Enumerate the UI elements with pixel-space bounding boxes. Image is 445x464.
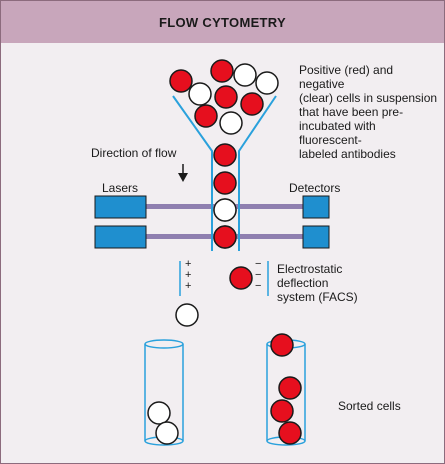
positive-cell (213, 143, 237, 167)
positive-cell (240, 92, 264, 116)
direction-of-flow-label: Direction of flow (91, 146, 177, 160)
minus-sign: − (255, 258, 262, 270)
description-line: that have been pre- (299, 105, 404, 119)
positive-cell (270, 399, 294, 423)
funnel-right-wall (238, 95, 277, 251)
sorted-positive-cells (270, 333, 302, 445)
positive-cell (278, 421, 302, 445)
negative-cell (213, 198, 237, 222)
negative-plate-signs: − − − (255, 259, 261, 292)
flow-channel-overlay (211, 191, 240, 251)
positive-plate-signs: + + + (185, 259, 191, 292)
description-line: Positive (red) and negative (299, 63, 394, 91)
negative-cell (147, 401, 171, 425)
deflection-line: Electrostatic (277, 262, 343, 276)
positive-cell (229, 266, 253, 290)
description-line: incubated with fluorescent- (299, 119, 376, 147)
diagram-title: FLOW CYTOMETRY (1, 1, 444, 43)
negative-cell (233, 63, 257, 87)
negative-cell (155, 421, 179, 445)
minus-sign: − (255, 280, 262, 292)
detectors (302, 195, 330, 249)
plus-sign: + (185, 280, 192, 292)
plus-sign: + (185, 258, 192, 270)
positive-cell (278, 376, 302, 400)
positive-cell (210, 59, 234, 83)
sorted-cells-label: Sorted cells (338, 399, 401, 413)
description-line: labeled antibodies (299, 147, 396, 161)
positive-cell (214, 85, 238, 109)
description-line: (clear) cells in suspension (299, 91, 438, 105)
positive-cell (194, 104, 218, 128)
laser-sources (94, 195, 147, 249)
positive-cell (213, 171, 237, 195)
deflection-line: system (FACS) (277, 290, 358, 304)
plus-sign: + (185, 269, 192, 281)
negative-cell (219, 111, 243, 135)
left-collection-tube (144, 339, 184, 446)
flow-direction-arrow (178, 164, 188, 182)
negative-cell (175, 303, 199, 327)
detectors-label: Detectors (289, 181, 341, 195)
lasers-label: Lasers (102, 181, 139, 195)
negative-cell (255, 71, 279, 95)
deflection-line: deflection (277, 276, 329, 290)
minus-sign: − (255, 269, 262, 281)
deflection-plates (179, 261, 269, 296)
negative-cell (188, 82, 212, 106)
positive-cell (213, 225, 237, 249)
cells-description: Positive (red) and negative (clear) cell… (299, 63, 439, 161)
positive-cell (270, 333, 294, 357)
deflection-system-label: Electrostatic deflection system (FACS) (277, 262, 358, 304)
positive-cell (169, 69, 193, 93)
